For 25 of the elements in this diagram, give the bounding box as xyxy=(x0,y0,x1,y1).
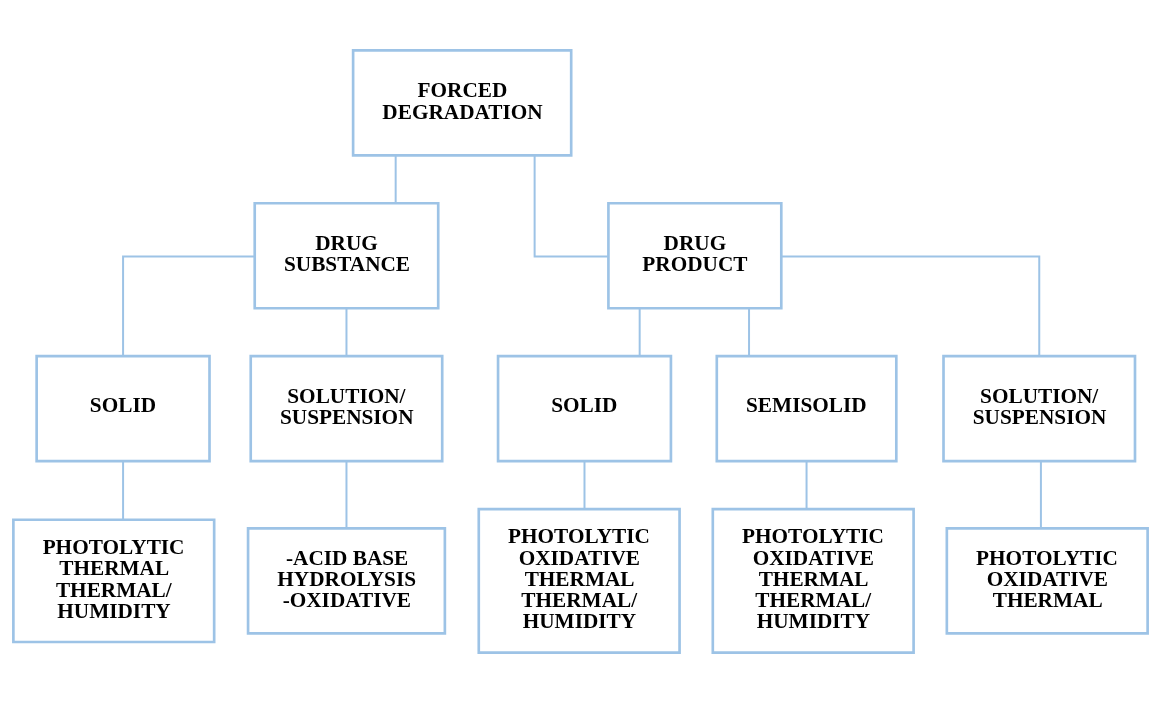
node-box: PHOTOLYTIC OXIDATIVE THERMAL THERMAL/ HUMIDITY xyxy=(711,507,915,654)
node-box: -ACID BASE HYDROLYSIS -OXIDATIVE xyxy=(246,526,447,635)
connector xyxy=(780,254,1041,357)
node-box: SOLID xyxy=(35,354,211,463)
node-box: SEMISOLID xyxy=(715,354,898,463)
node-box: PHOTOLYTIC OXIDATIVE THERMAL THERMAL/ HUMIDITY xyxy=(477,507,681,654)
connector xyxy=(394,153,397,204)
connector xyxy=(805,459,808,510)
node-box: SOLUTION/ SUSPENSION xyxy=(942,354,1137,463)
connector xyxy=(122,459,125,521)
node-box: DRUG SUBSTANCE xyxy=(253,201,440,310)
connector xyxy=(638,306,641,357)
node-box: FORCED DEGRADATION xyxy=(351,48,573,157)
connector xyxy=(583,459,586,510)
node-box: SOLUTION/ SUSPENSION xyxy=(249,354,444,463)
connector xyxy=(1039,459,1042,529)
connector xyxy=(345,306,348,357)
node-box: PHOTOLYTIC THERMAL THERMAL/ HUMIDITY xyxy=(12,517,216,643)
connector xyxy=(748,306,751,357)
connector xyxy=(345,459,348,529)
node-box: SOLID xyxy=(496,354,673,463)
connector xyxy=(533,154,610,257)
connector xyxy=(122,254,256,357)
node-box: DRUG PRODUCT xyxy=(607,201,783,310)
node-box: PHOTOLYTIC OXIDATIVE THERMAL xyxy=(945,526,1149,635)
